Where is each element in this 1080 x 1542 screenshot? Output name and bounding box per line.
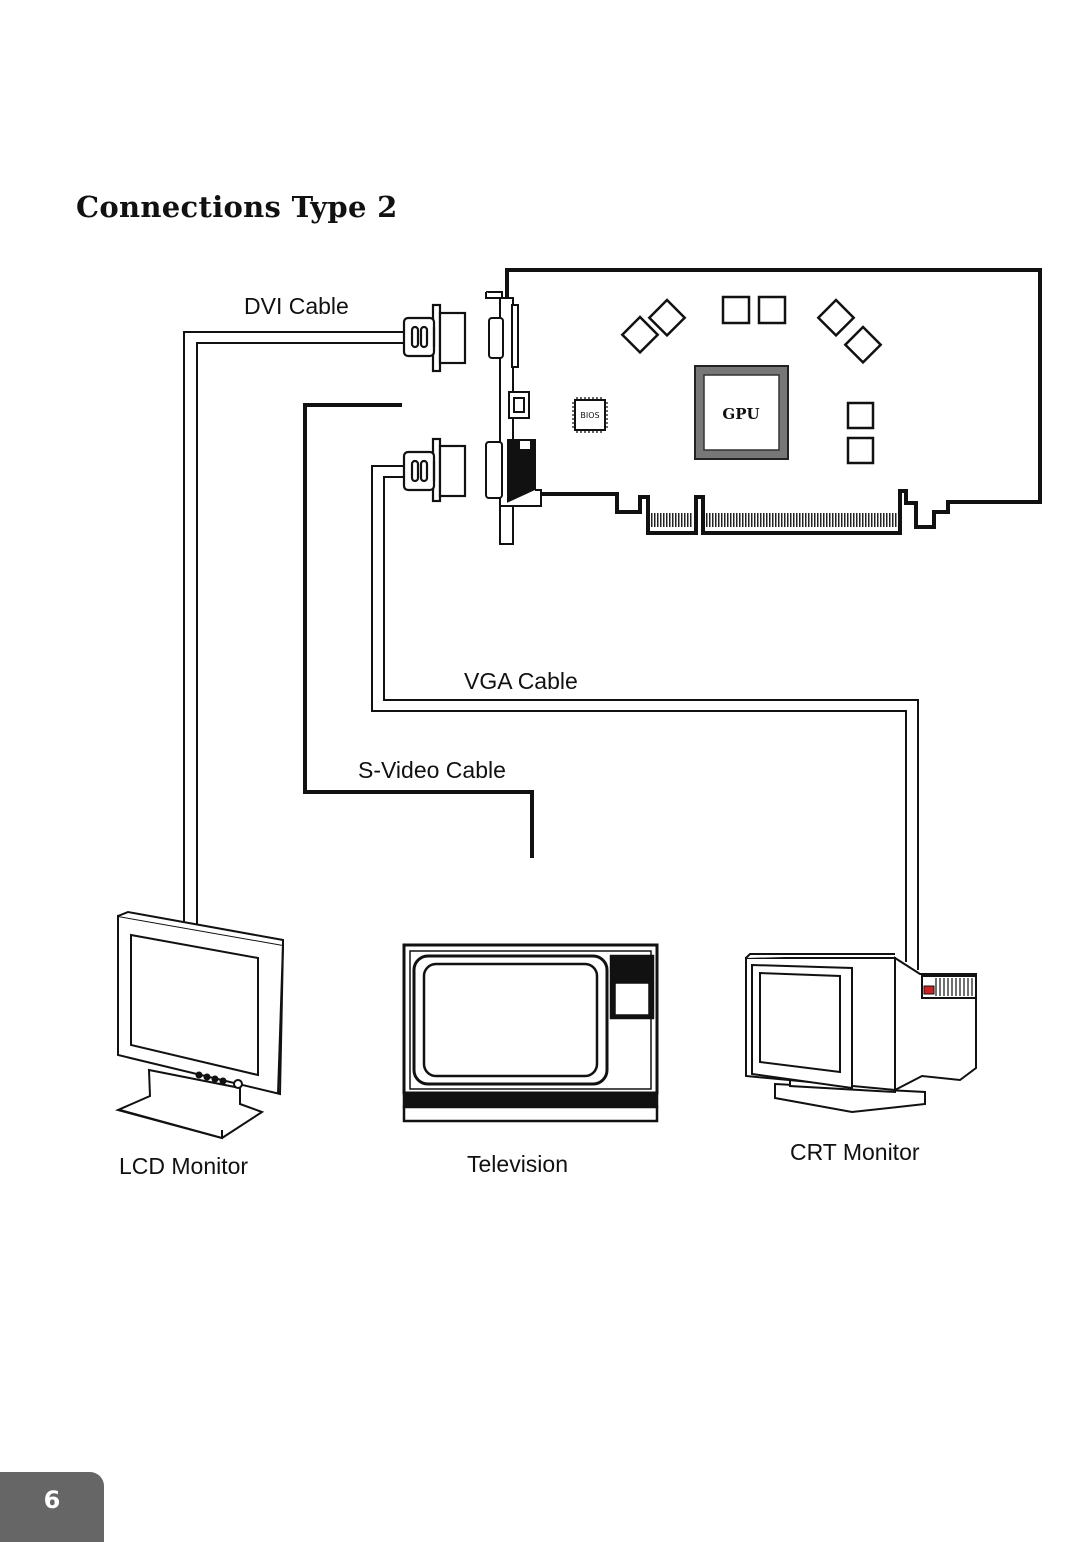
gpu-chip xyxy=(694,365,789,460)
svideo-cable xyxy=(303,403,534,858)
dvi-plug xyxy=(402,303,467,373)
vga-plug xyxy=(402,437,467,503)
svideo-cable-label: S-Video Cable xyxy=(358,757,506,783)
page-number-tab: 6 xyxy=(0,1472,104,1542)
crt-monitor-label: CRT Monitor xyxy=(790,1139,920,1165)
page-number: 6 xyxy=(43,1486,61,1514)
lcd-monitor-label: LCD Monitor xyxy=(119,1153,249,1179)
page-title: Connections Type 2 xyxy=(76,190,398,224)
crt-power-indicator xyxy=(923,985,935,995)
bios-label: BIOS xyxy=(580,411,599,420)
graphics-card xyxy=(505,268,1042,535)
bios-chip xyxy=(572,397,608,433)
lcd-monitor-illustration xyxy=(114,910,285,1140)
television-illustration xyxy=(402,943,659,1123)
card-outline xyxy=(505,268,1042,535)
card-bracket xyxy=(485,291,542,545)
television-label: Television xyxy=(467,1151,568,1177)
card-chips xyxy=(620,295,883,465)
gpu-label: GPU xyxy=(722,405,759,423)
vga-cable-label: VGA Cable xyxy=(464,668,578,694)
vga-cable xyxy=(371,465,919,970)
dvi-cable-label: DVI Cable xyxy=(244,293,349,319)
dvi-cable xyxy=(183,331,404,925)
crt-monitor-illustration xyxy=(745,953,977,1114)
